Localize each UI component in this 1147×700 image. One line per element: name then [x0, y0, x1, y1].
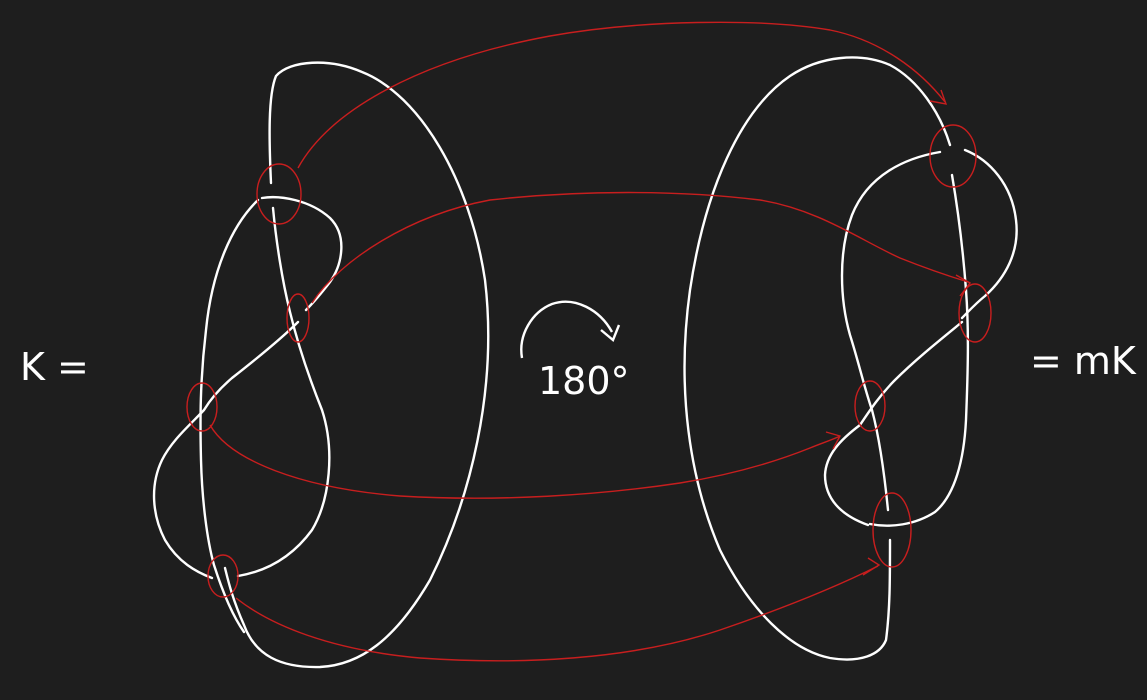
crossing-circle-icon: [872, 492, 912, 568]
crossing-circle-icon: [256, 163, 302, 225]
left-crossing-markers: [186, 163, 310, 598]
left-knot-upper-strand: [236, 206, 331, 578]
left-knot: [152, 61, 490, 669]
arrowhead-icon: [862, 557, 881, 576]
left-equation-label: K =: [20, 345, 89, 389]
right-knot-inner-loop: [840, 150, 942, 512]
mapping-arrow-top: [297, 21, 946, 169]
right-crossing-markers: [854, 124, 992, 568]
arrowhead-icon: [929, 89, 948, 105]
left-knot-top-loop: [260, 196, 343, 312]
crossing-circle-icon: [958, 283, 992, 343]
crossing-circle-icon: [854, 380, 886, 432]
right-knot-top-loop: [960, 148, 1018, 320]
arrowhead-icon: [955, 274, 972, 297]
crossing-circle-icon: [286, 293, 310, 343]
mapping-arrow-lower: [209, 424, 841, 499]
crossing-circle-icon: [186, 382, 218, 432]
rotation-label: 180°: [538, 359, 630, 403]
left-knot-diagonal: [152, 320, 300, 580]
rotation-indicator: [520, 300, 621, 359]
crossing-circle-icon: [929, 124, 977, 188]
right-knot: [683, 56, 1018, 661]
right-knot-outer-loop: [683, 56, 952, 661]
rotation-arrow-icon: [520, 300, 614, 359]
crossing-circle-icon: [207, 554, 239, 598]
mapping-arrow-bottom: [235, 565, 879, 662]
right-equation-label: = mK: [1030, 339, 1137, 383]
mapping-arrows: [209, 21, 972, 662]
right-knot-right-strand: [868, 173, 970, 527]
arrowhead-icon: [825, 431, 842, 450]
left-knot-left-strand: [199, 198, 260, 634]
right-knot-diagonal: [823, 320, 964, 527]
left-knot-outer-loop: [223, 61, 490, 669]
arrowhead-icon: [600, 324, 621, 342]
mapping-arrow-upper: [311, 191, 969, 304]
